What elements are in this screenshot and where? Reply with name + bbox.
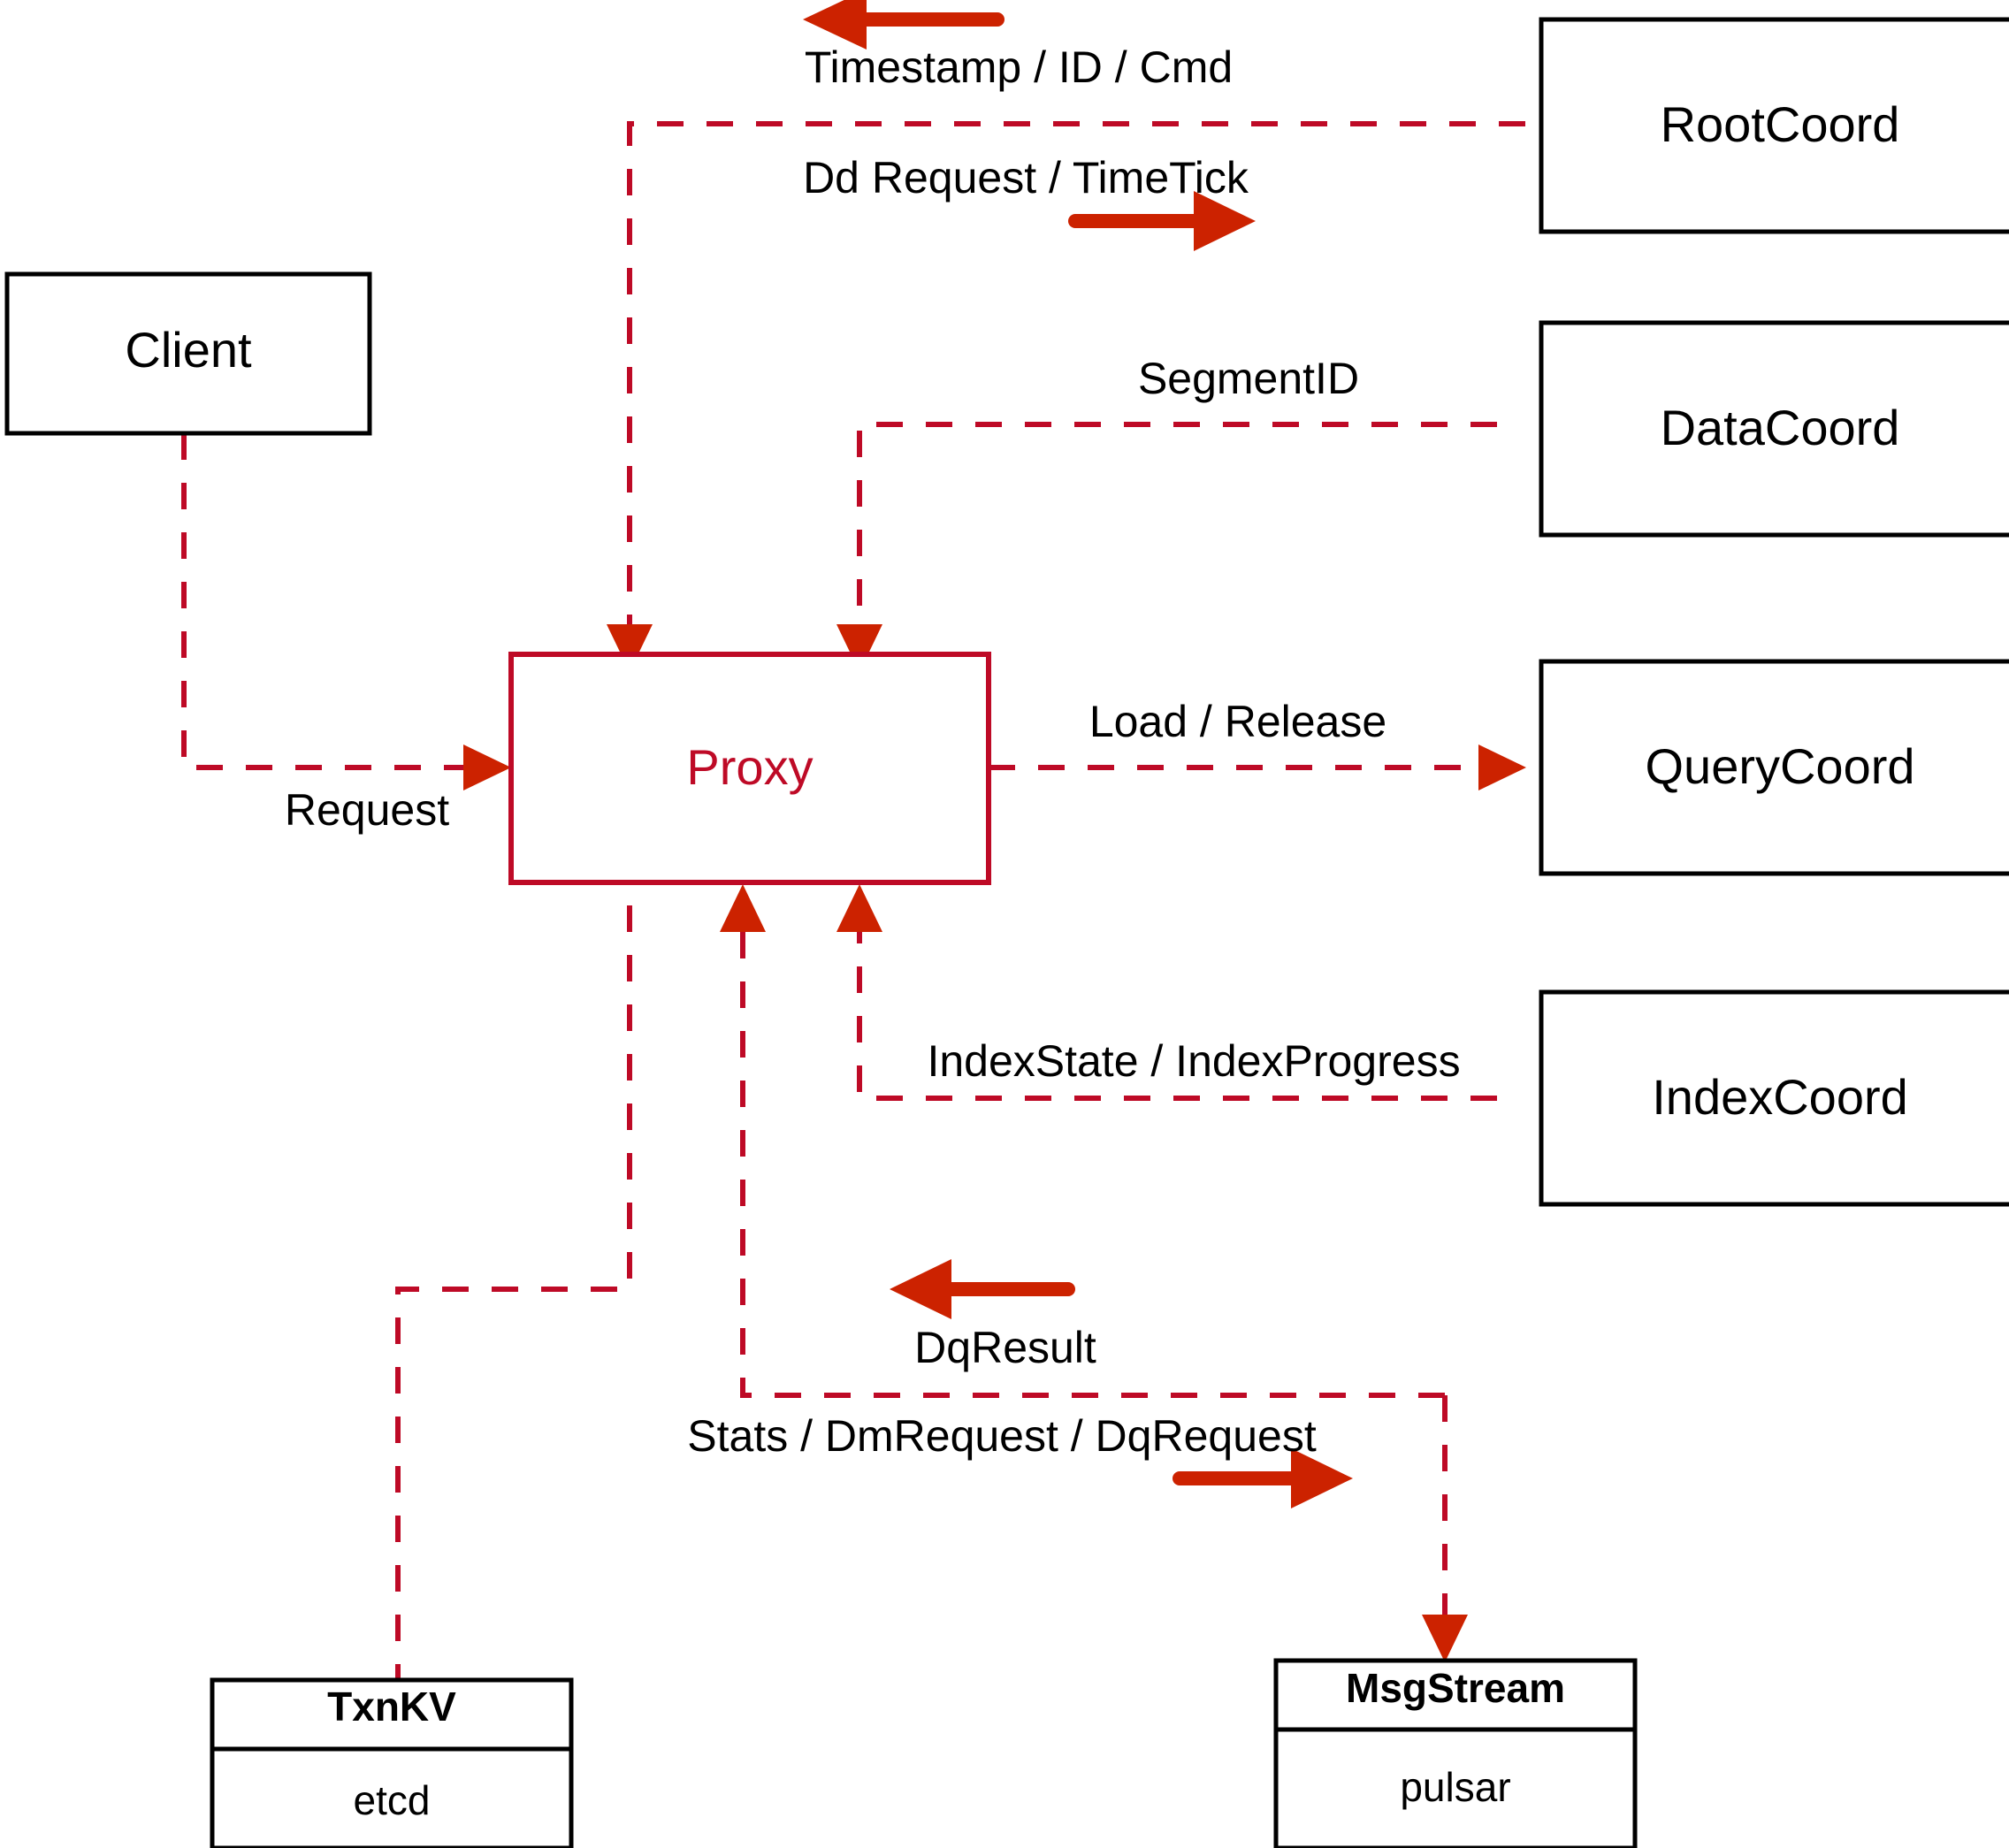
arrowhead-client-to-proxy (463, 745, 511, 790)
node-querycoord[interactable]: QueryCoord (1539, 659, 2009, 876)
edge-label-stats-dmrequest-dqrequest: Stats / DmRequest / DqRequest (687, 1411, 1317, 1461)
node-txnkv-sublabel: etcd (354, 1777, 431, 1823)
flow-client-to-proxy (181, 433, 488, 770)
edge-label-dqresult: DqResult (914, 1323, 1096, 1372)
node-rootcoord-label: RootCoord (1661, 96, 1900, 152)
node-client[interactable]: Client (4, 271, 372, 436)
edge-label-indexstate-indexprogress: IndexState / IndexProgress (927, 1036, 1460, 1086)
node-msgstream-sublabel: pulsar (1400, 1764, 1510, 1810)
node-msgstream[interactable]: MsgStream pulsar (1273, 1658, 1638, 1848)
node-indexcoord[interactable]: IndexCoord (1539, 989, 2009, 1207)
node-indexcoord-label: IndexCoord (1652, 1069, 1908, 1125)
flow-proxy-to-txnkv (395, 905, 632, 1680)
node-client-label: Client (125, 322, 252, 378)
node-rootcoord[interactable]: RootCoord (1539, 17, 2009, 234)
node-proxy[interactable]: Proxy (508, 652, 991, 885)
direction-arrow-dqresult-left (890, 1259, 1075, 1319)
node-txnkv-label: TxnKV (327, 1684, 456, 1730)
flow-indexcoord-to-proxy (857, 905, 1497, 1101)
edge-label-dd-request-timetick: Dd Request / TimeTick (803, 153, 1249, 202)
arrowhead-msgstream-to-proxy (720, 884, 766, 932)
direction-arrow-timestamp-left (803, 0, 1004, 50)
flow-datacoord-to-proxy (857, 422, 1497, 651)
edge-label-load-release: Load / Release (1089, 697, 1386, 746)
direction-arrow-ddrequest-right (1068, 191, 1256, 251)
flow-rootcoord-to-proxy (627, 121, 1525, 651)
arrowhead-datacoord-to-proxy (836, 624, 882, 672)
node-msgstream-label: MsgStream (1346, 1665, 1565, 1711)
arrowhead-proxy-to-querycoord (1478, 745, 1526, 790)
direction-arrow-dqrequest-right (1173, 1448, 1353, 1508)
edge-label-segmentid: SegmentID (1138, 354, 1359, 403)
edge-label-request: Request (285, 785, 449, 835)
node-datacoord-label: DataCoord (1661, 400, 1900, 455)
arrowhead-indexcoord-to-proxy (836, 884, 882, 932)
arrowhead-proxy-to-msgstream (1422, 1615, 1468, 1662)
edge-label-timestamp-id-cmd: Timestamp / ID / Cmd (805, 42, 1233, 92)
node-txnkv[interactable]: TxnKV etcd (210, 1677, 574, 1848)
arrowhead-rootcoord-to-proxy (607, 624, 653, 672)
node-proxy-label: Proxy (686, 739, 813, 795)
node-datacoord[interactable]: DataCoord (1539, 320, 2009, 538)
flow-msgstream-to-proxy (740, 905, 1445, 1398)
node-querycoord-label: QueryCoord (1645, 738, 1914, 794)
